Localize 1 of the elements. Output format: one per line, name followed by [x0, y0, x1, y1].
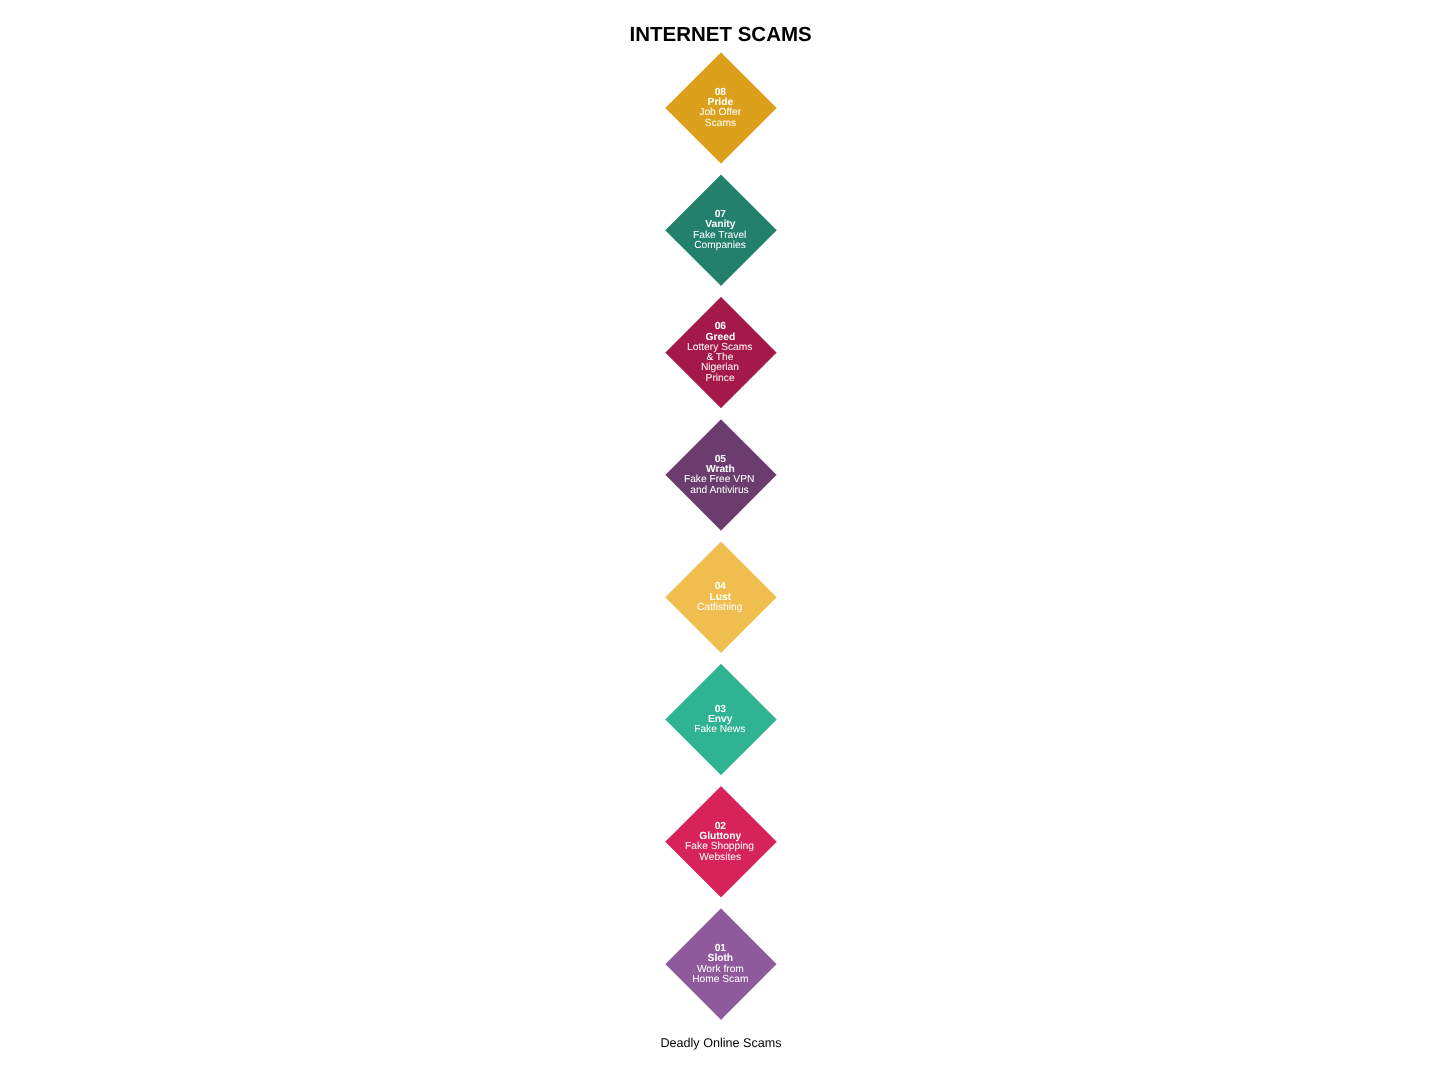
diagram-title: INTERNET SCAMS	[628, 24, 811, 47]
